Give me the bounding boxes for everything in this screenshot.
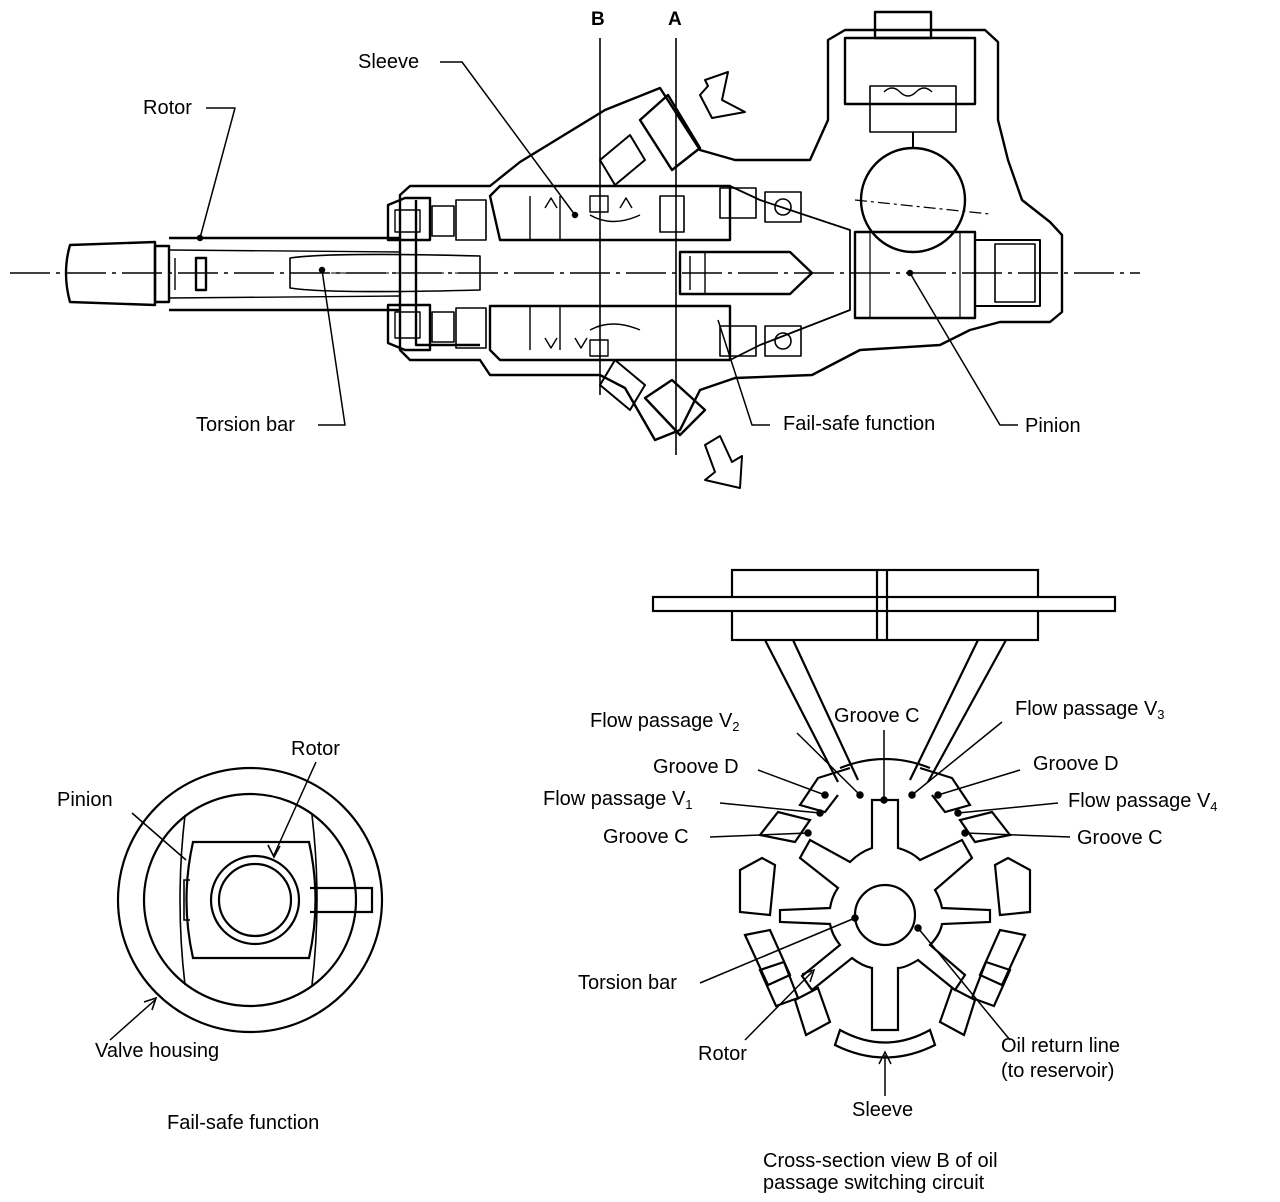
sleeve-label: Sleeve xyxy=(358,51,420,73)
torsion-bar-section xyxy=(853,883,917,947)
inner-housing-ring xyxy=(142,792,358,1008)
failsafe-caption: Fail-safe function xyxy=(167,1112,320,1134)
bearings xyxy=(719,187,802,357)
torsion-bar-circle xyxy=(209,854,301,946)
feed-passage-left xyxy=(764,639,859,783)
rack-plunger xyxy=(843,10,991,254)
top-leaders xyxy=(196,61,1018,426)
pinion-shaft xyxy=(678,185,851,361)
cross-sleeve-label: Sleeve xyxy=(852,1099,914,1121)
groove-c-top-label: Groove C xyxy=(834,705,920,727)
groove-d-right-label: Groove D xyxy=(1033,753,1119,775)
feed-passage-right xyxy=(909,639,1007,783)
cross-torsion-bar-label: Torsion bar xyxy=(578,972,677,994)
failsafe-pinion-label: Pinion xyxy=(57,789,113,811)
oil-return-line-label: Oil return line xyxy=(1001,1035,1120,1057)
outlet-fitting xyxy=(599,359,707,437)
torsion-bar xyxy=(289,253,481,293)
rotor-cross xyxy=(778,798,992,1032)
flow-passage-v4-label: Flow passage V4 xyxy=(1068,790,1218,814)
inlet-fitting xyxy=(599,93,702,186)
failsafe-valve-housing-label: Valve housing xyxy=(95,1040,220,1062)
outer-housing-ring xyxy=(116,766,384,1034)
pinion-tab xyxy=(310,886,374,914)
inlet-arrow xyxy=(699,71,746,119)
fail-safe-function-label: Fail-safe function xyxy=(783,413,936,435)
cross-section-leaders xyxy=(699,721,1071,1096)
flow-passage-v2-label: Flow passage V2 xyxy=(590,710,740,734)
pinion-gear xyxy=(853,230,1041,320)
flow-passage-v3-label: Flow passage V3 xyxy=(1015,698,1165,722)
feed-bar xyxy=(651,595,1117,613)
left-seals xyxy=(386,196,487,352)
failsafe-rotor-label: Rotor xyxy=(291,738,340,760)
groove-c-right-label: Groove C xyxy=(1077,827,1163,849)
outlet-arrow xyxy=(704,435,743,489)
cross-section-caption-line1: Cross-section view B of oil xyxy=(763,1150,998,1172)
cross-section-caption-line2: passage switching circuit xyxy=(763,1172,985,1194)
torsion-bar-label: Torsion bar xyxy=(196,414,295,436)
failsafe-leaders xyxy=(109,761,317,1041)
input-shaft xyxy=(64,236,401,312)
section-b-label: B xyxy=(591,9,605,30)
groove-d-left-label: Groove D xyxy=(653,756,739,778)
sleeve-segments xyxy=(738,757,1032,1059)
to-reservoir-label: (to reservoir) xyxy=(1001,1060,1115,1082)
cross-rotor-label: Rotor xyxy=(698,1043,747,1065)
section-a-label: A xyxy=(668,9,682,30)
sleeve-body xyxy=(488,184,732,362)
pinion-label: Pinion xyxy=(1025,415,1081,437)
flow-passage-v1-label: Flow passage V1 xyxy=(543,788,693,812)
rotor-label: Rotor xyxy=(143,97,192,119)
groove-c-left-label: Groove C xyxy=(603,826,689,848)
valve-housing-outline xyxy=(398,28,1064,442)
